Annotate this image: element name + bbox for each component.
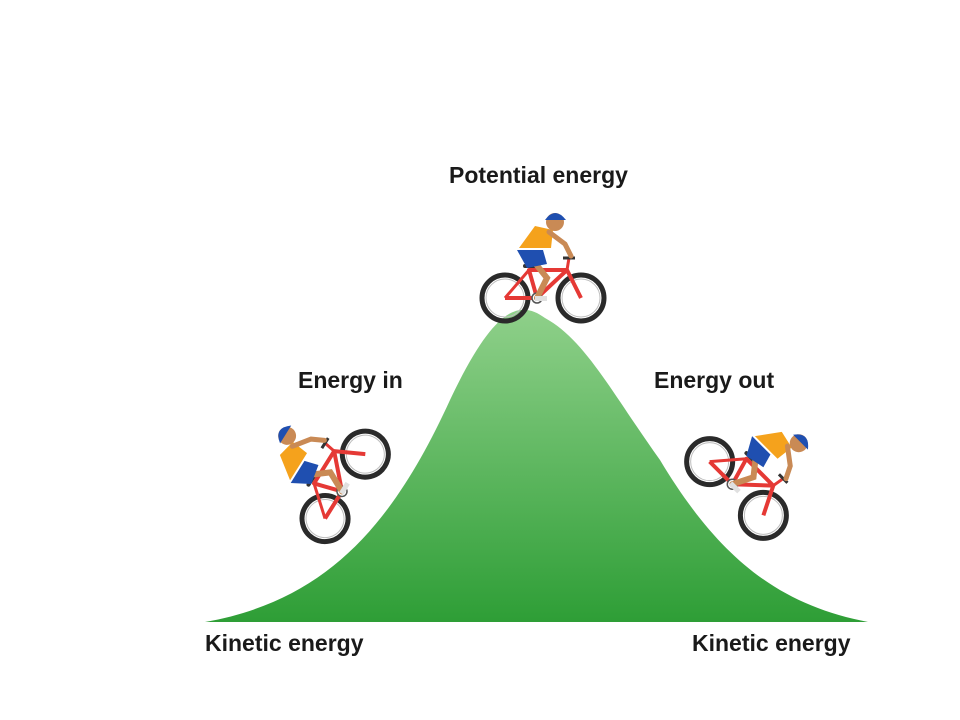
cyclist-top-icon	[482, 213, 604, 321]
label-energy-out: Energy out	[654, 367, 775, 393]
hill	[205, 309, 868, 622]
label-potential-energy: Potential energy	[449, 162, 628, 188]
cyclist-uphill-icon	[241, 390, 397, 551]
label-kinetic-energy-left: Kinetic energy	[205, 630, 364, 656]
label-kinetic-energy-right: Kinetic energy	[692, 630, 851, 656]
label-energy-in: Energy in	[298, 367, 403, 393]
